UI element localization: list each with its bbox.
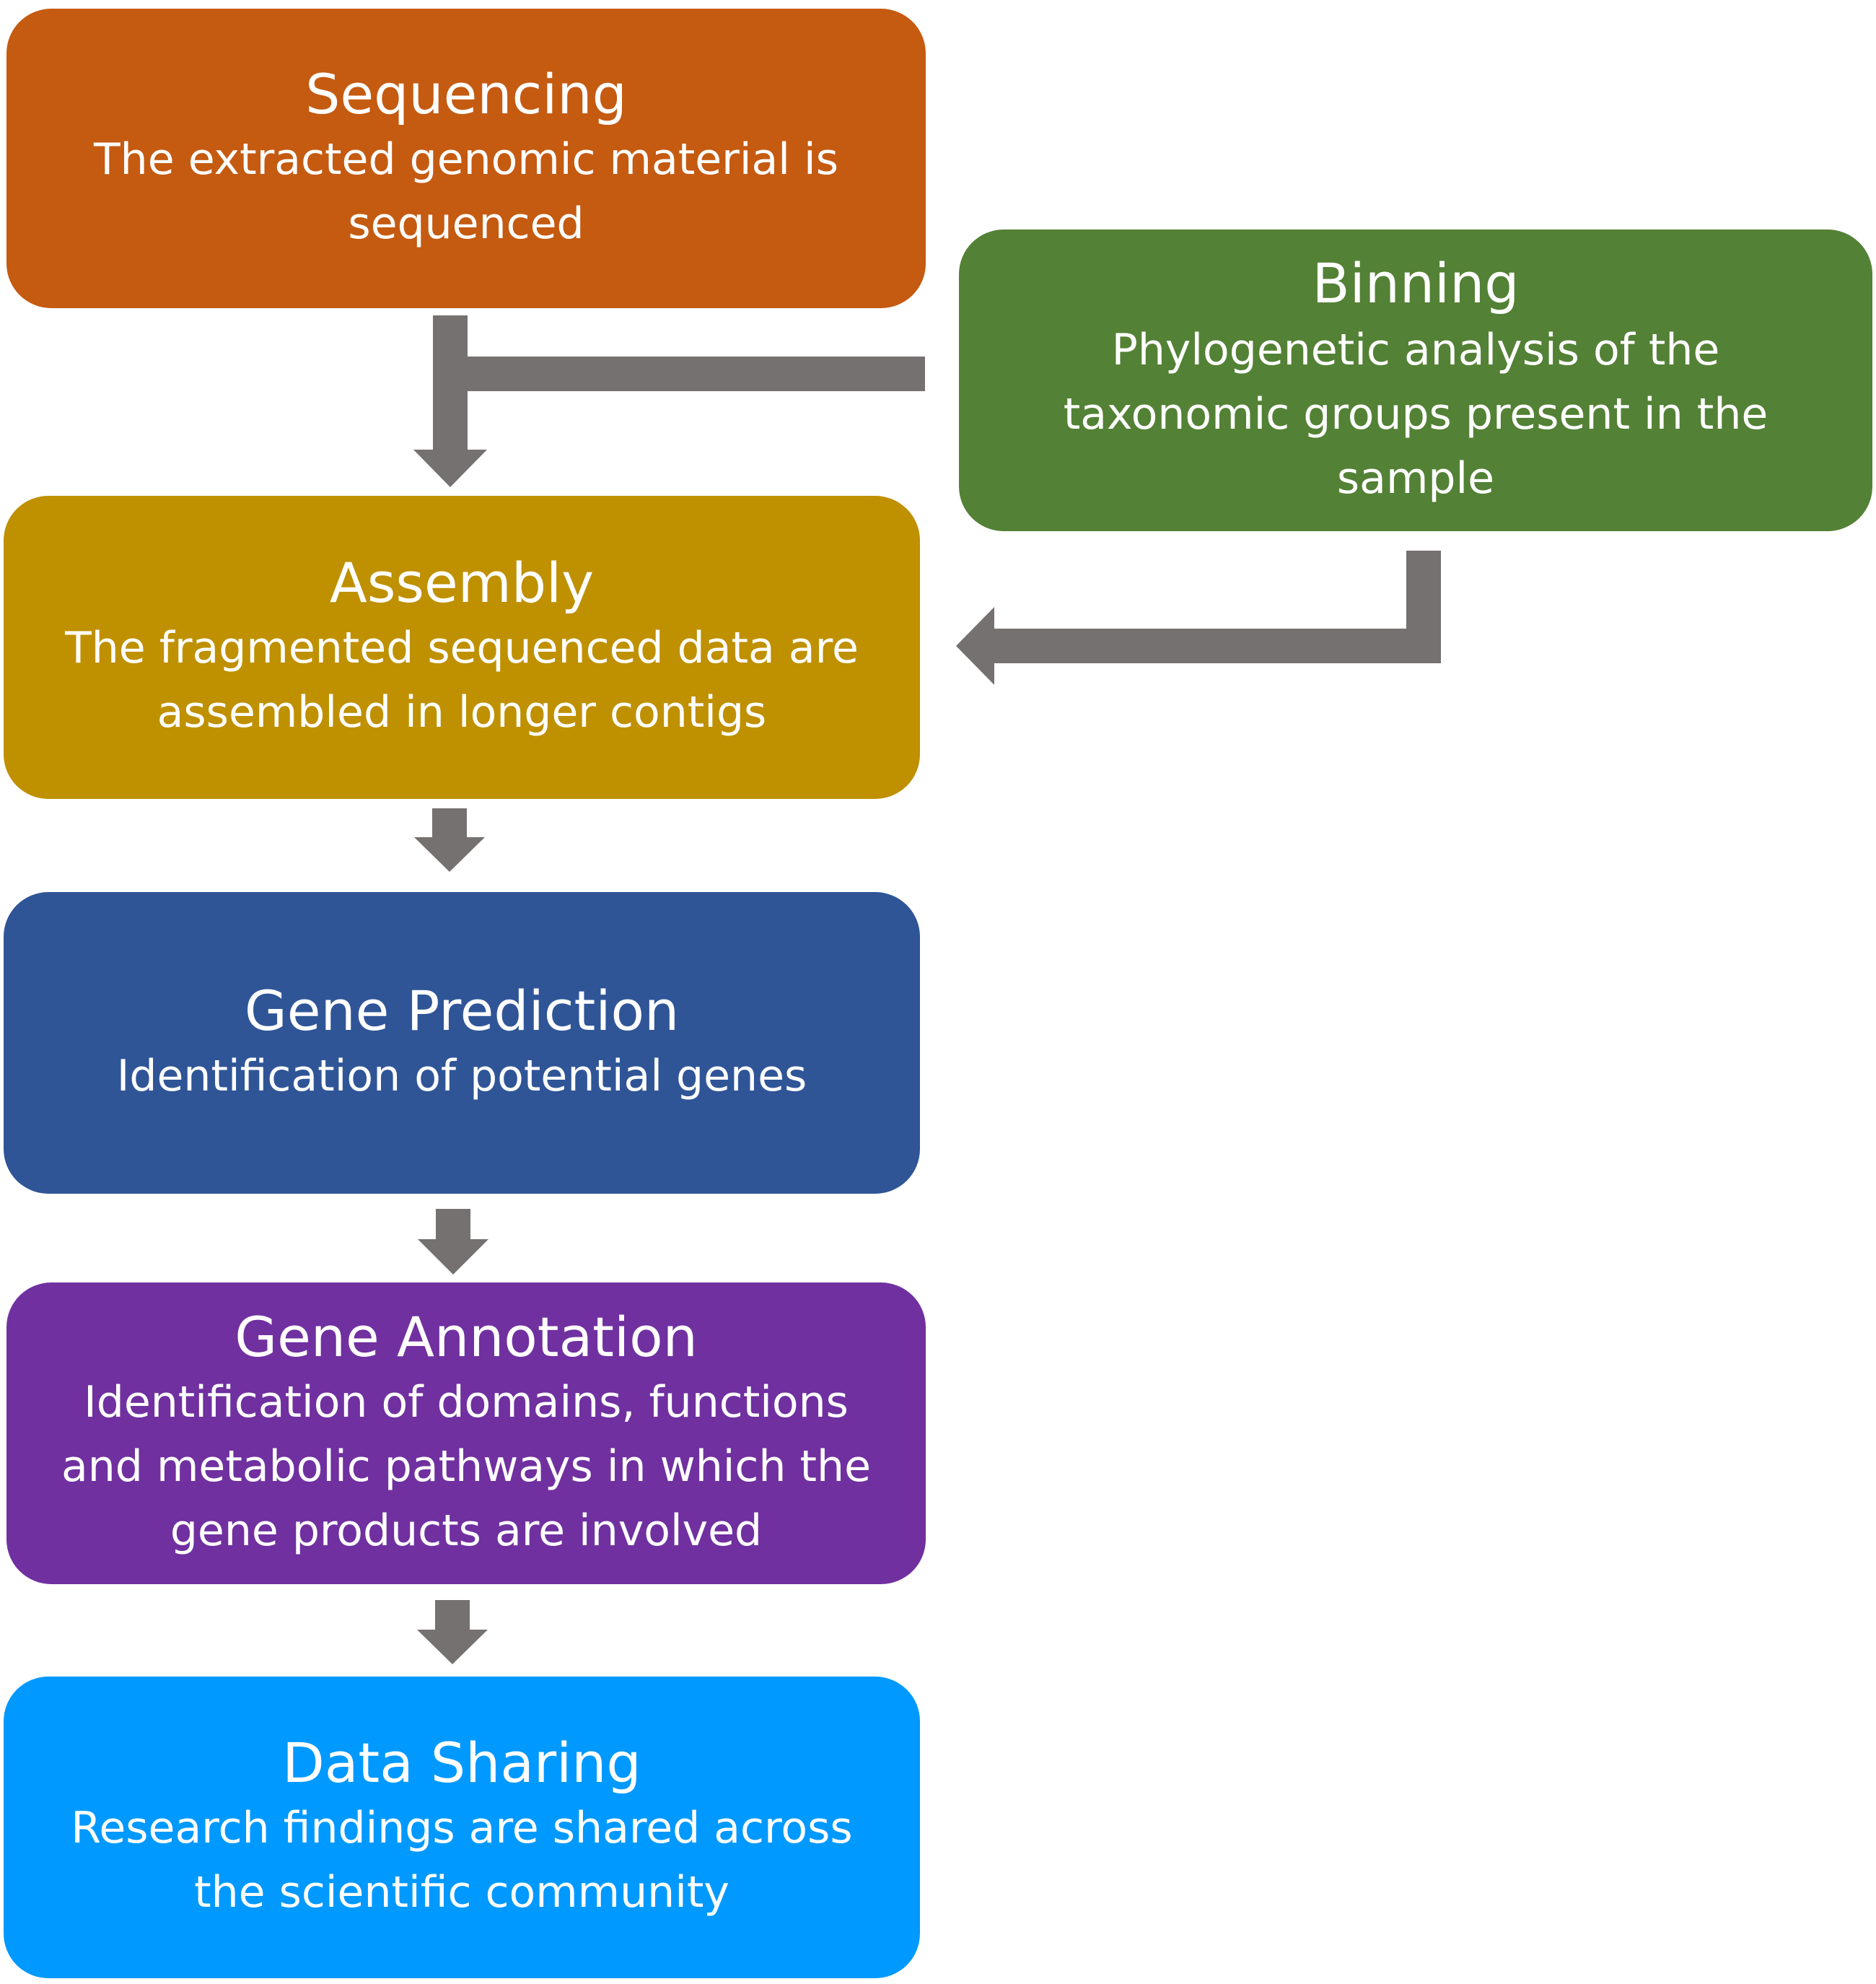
binning-description: Phylogenetic analysis of the taxonomic g… bbox=[1063, 324, 1768, 504]
arrow-gene-prediction-to-gene-annotation bbox=[418, 1209, 488, 1275]
data-sharing-box: Data Sharing Research findings are share… bbox=[4, 1677, 920, 1978]
sequencing-description: The extracted genomic material is sequen… bbox=[94, 134, 838, 249]
connector-binning-to-junction bbox=[468, 357, 925, 391]
data-sharing-description: Research findings are shared across the … bbox=[71, 1803, 853, 1918]
gene-annotation-description: Identification of domains, functions and… bbox=[61, 1376, 871, 1556]
arrow-gene-annotation-to-data-sharing bbox=[417, 1600, 488, 1664]
arrow-sequencing-to-assembly bbox=[413, 315, 487, 487]
assembly-title: Assembly bbox=[329, 551, 595, 615]
binning-title: Binning bbox=[1312, 250, 1520, 315]
sequencing-box: Sequencing The extracted genomic materia… bbox=[6, 9, 926, 308]
assembly-description: The fragmented sequenced data are assemb… bbox=[65, 623, 859, 738]
gene-annotation-box: Gene Annotation Identification of domain… bbox=[6, 1282, 926, 1584]
gene-prediction-description: Identification of potential genes bbox=[116, 1050, 807, 1101]
gene-prediction-title: Gene Prediction bbox=[244, 978, 680, 1043]
sequencing-title: Sequencing bbox=[305, 61, 627, 126]
gene-annotation-title: Gene Annotation bbox=[234, 1304, 698, 1369]
arrow-binning-to-assembly bbox=[956, 551, 1441, 685]
data-sharing-title: Data Sharing bbox=[282, 1731, 641, 1795]
gene-prediction-box: Gene Prediction Identification of potent… bbox=[4, 892, 920, 1194]
arrow-assembly-to-gene-prediction bbox=[414, 808, 485, 872]
binning-box: Binning Phylogenetic analysis of the tax… bbox=[959, 230, 1872, 531]
assembly-box: Assembly The fragmented sequenced data a… bbox=[4, 496, 920, 799]
